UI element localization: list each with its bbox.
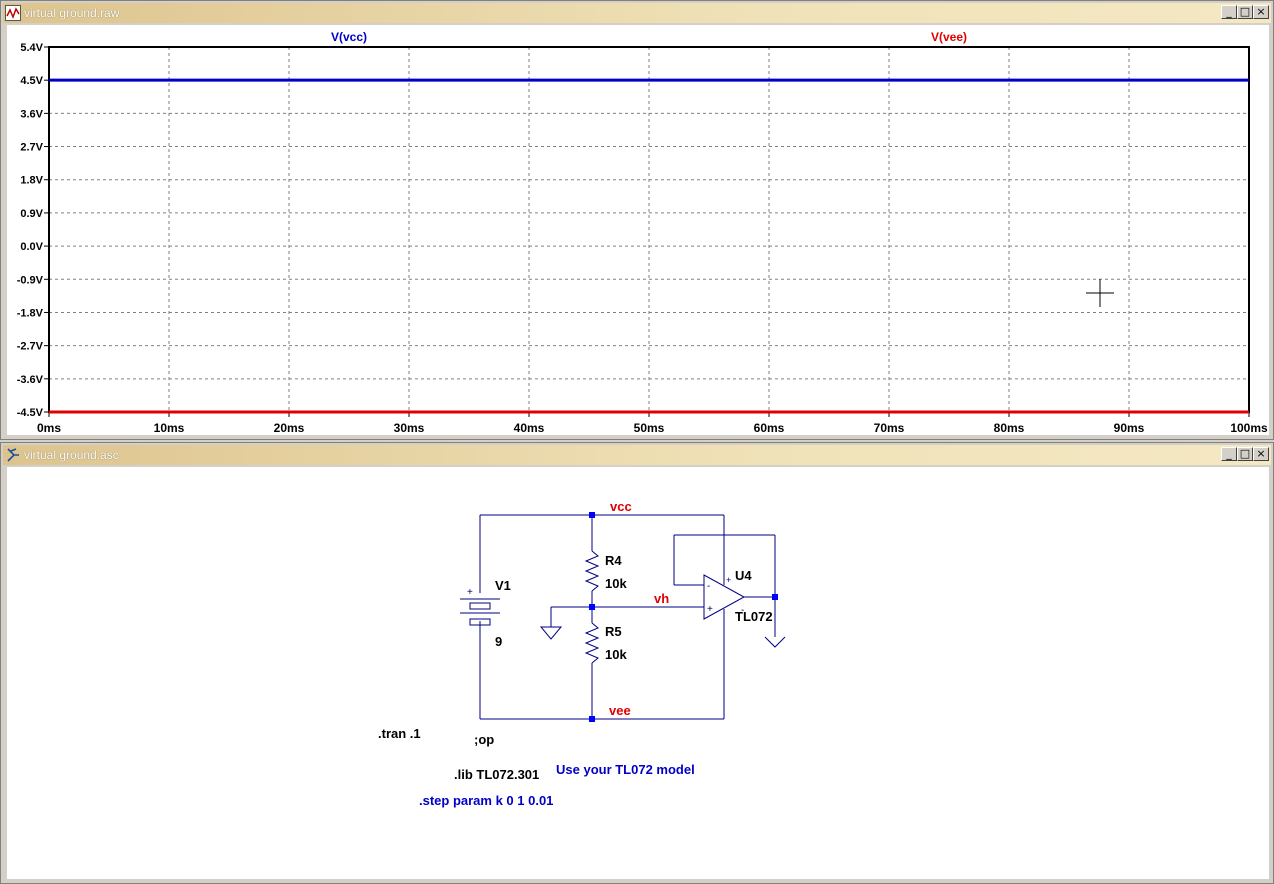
v1-source[interactable] [460, 598, 500, 626]
x-tick-label: 10ms [154, 421, 185, 435]
wires[interactable] [479, 514, 776, 720]
v1-plus-sign: + [467, 587, 473, 598]
legend-label-vee[interactable]: V(vee) [931, 30, 967, 44]
x-tick-label: 30ms [394, 421, 425, 435]
junction-out [772, 594, 778, 600]
net-label-vh[interactable]: vh [654, 591, 669, 606]
r4-resistor[interactable] [584, 550, 600, 592]
r5-value[interactable]: 10k [605, 647, 627, 662]
y-tick-label: 0.0V [20, 241, 43, 253]
waveform-plot[interactable]: 0ms 10ms 20ms 30ms 40ms 50ms 60ms 70ms 80ms 90ms 1… [7, 25, 1271, 437]
output-arrow[interactable] [764, 636, 786, 648]
x-tick-label: 60ms [754, 421, 785, 435]
net-label-vee[interactable]: vee [609, 703, 631, 718]
schematic-drawing[interactable]: + - + + - vcc vh vee [7, 467, 1271, 881]
opamp-plus-sign: + [707, 604, 713, 615]
schematic-titlebar[interactable]: virtual ground.asc _ □ × [3, 445, 1271, 465]
y-tick-label: 4.5V [20, 75, 43, 87]
opamp-minus-sign: - [707, 581, 710, 592]
schematic-icon [5, 447, 21, 463]
close-button[interactable]: × [1253, 5, 1269, 19]
restore-button[interactable]: □ [1237, 447, 1253, 461]
y-tick-label: -1.8V [17, 307, 44, 319]
net-label-vcc[interactable]: vcc [610, 499, 632, 514]
junction-vcc [589, 512, 595, 518]
close-button[interactable]: × [1253, 447, 1269, 461]
junction-vh [589, 604, 595, 610]
waveform-icon [5, 5, 21, 21]
junctions [589, 512, 778, 722]
model-comment[interactable]: Use your TL072 model [556, 762, 695, 777]
r4-value[interactable]: 10k [605, 576, 627, 591]
tran-directive[interactable]: .tran .1 [378, 726, 421, 741]
y-tick-label: -4.5V [17, 407, 44, 419]
minimize-button[interactable]: _ [1221, 447, 1237, 461]
y-tick-label: 5.4V [20, 42, 43, 54]
v1-value[interactable]: 9 [495, 634, 502, 649]
x-tick-label: 50ms [634, 421, 665, 435]
minimize-button[interactable]: _ [1221, 5, 1237, 19]
x-tick-label: 80ms [994, 421, 1025, 435]
u4-name[interactable]: U4 [735, 568, 752, 583]
waveform-window[interactable]: virtual ground.raw _ □ × 0ms 10ms 20ms 30ms… [0, 0, 1274, 440]
x-tick-label: 40ms [514, 421, 545, 435]
opamp-vcc-sign: + [726, 575, 731, 585]
y-tick-label: -3.6V [17, 374, 44, 386]
plot-pane[interactable]: 0ms 10ms 20ms 30ms 40ms 50ms 60ms 70ms 80ms 90ms 1… [7, 25, 1269, 435]
waveform-window-title: virtual ground.raw [24, 6, 120, 20]
schematic-window[interactable]: virtual ground.asc _ □ × [0, 442, 1274, 884]
u4-model[interactable]: TL072 [735, 609, 773, 624]
x-tick-label: 20ms [274, 421, 305, 435]
schematic-canvas[interactable]: + - + + - vcc vh vee [7, 467, 1269, 879]
restore-button[interactable]: □ [1237, 5, 1253, 19]
x-tick-label: 0ms [37, 421, 61, 435]
y-tick-label: 2.7V [20, 142, 43, 154]
r5-resistor[interactable] [584, 622, 600, 664]
legend-label-vcc[interactable]: V(vcc) [331, 30, 367, 44]
junction-vee [589, 716, 595, 722]
y-tick-label: -0.9V [17, 274, 44, 286]
lib-directive[interactable]: .lib TL072.301 [454, 767, 539, 782]
x-tick-label: 90ms [1114, 421, 1145, 435]
u4-opamp[interactable] [703, 574, 746, 620]
x-tick-label: 100ms [1230, 421, 1268, 435]
y-tick-label: 0.9V [20, 208, 43, 220]
op-directive[interactable]: ;op [474, 732, 494, 747]
step-directive[interactable]: .step param k 0 1 0.01 [419, 793, 553, 808]
r4-name[interactable]: R4 [605, 553, 622, 568]
y-tick-label: -2.7V [17, 341, 44, 353]
schematic-window-title: virtual ground.asc [24, 448, 119, 462]
y-tick-label: 3.6V [20, 108, 43, 120]
r5-name[interactable]: R5 [605, 624, 622, 639]
opamp-vee-sign: - [741, 605, 744, 616]
x-tick-label: 70ms [874, 421, 905, 435]
v1-name[interactable]: V1 [495, 578, 511, 593]
ground-symbol[interactable] [539, 626, 563, 640]
y-tick-label: 1.8V [20, 175, 43, 187]
waveform-titlebar[interactable]: virtual ground.raw _ □ × [3, 3, 1271, 23]
